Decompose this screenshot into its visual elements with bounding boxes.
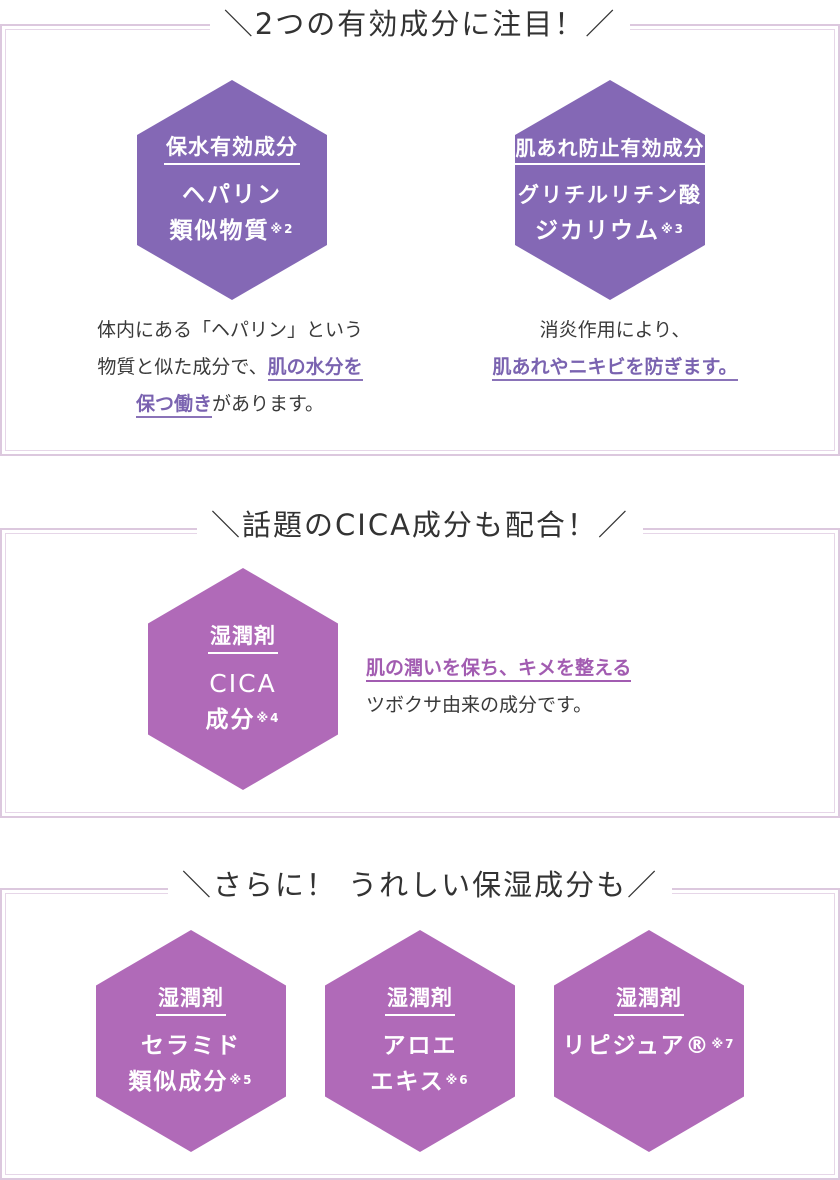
hex-name-line1: セラミド: [141, 1033, 241, 1059]
hex-label: 肌あれ防止有効成分: [515, 132, 705, 165]
hex-name-line2: 成分: [205, 707, 256, 733]
hex-label: 湿潤剤: [614, 982, 684, 1016]
section1-heading: ＼2つの有効成分に注目！／: [0, 4, 840, 44]
desc-cica: 肌の潤いを保ち、キメを整える ツボクサ由来の成分です。: [366, 657, 632, 716]
hex-name-line2: 類似物質: [169, 218, 270, 244]
hex-label: 保水有効成分: [164, 131, 300, 165]
hex-label: 湿潤剤: [385, 982, 455, 1016]
hex-glycyrrhizinate: 肌あれ防止有効成分 グリチルリチン酸 ジカリウム※3: [515, 80, 705, 300]
footnote-mark: ※5: [229, 1073, 254, 1087]
highlight-text: 肌あれやニキビを防ぎます。: [492, 356, 738, 381]
hex-name-line2: エキス: [370, 1069, 445, 1095]
footnote-mark: ※2: [270, 222, 295, 236]
footnote-mark: ※4: [256, 711, 281, 725]
hex-name-line1: リピジュア®: [562, 1033, 711, 1059]
highlight-text: 肌の水分を: [267, 356, 363, 381]
hex-label: 湿潤剤: [208, 620, 278, 654]
section3-heading: ＼さらに！ うれしい保湿成分も／: [0, 865, 840, 905]
desc-glycyrrhizinate: 消炎作用により、 肌あれやニキビを防ぎます。: [430, 312, 800, 386]
section2-heading: ＼話題のCICA成分も配合！／: [0, 505, 840, 545]
footnote-mark: ※3: [660, 221, 685, 236]
hex-name-line1: CICA: [209, 669, 277, 698]
hex-name-line1: グリチルリチン酸: [518, 182, 702, 207]
hex-name-line2: 類似成分: [128, 1069, 229, 1095]
highlight-text: 保つ働き: [135, 393, 212, 418]
hex-label: 湿潤剤: [156, 982, 226, 1016]
highlight-text: 肌の潤いを保ち、キメを整える: [366, 657, 632, 682]
footnote-mark: ※7: [711, 1037, 736, 1051]
desc-heparin: 体内にある「ヘパリン」という 物質と似た成分で、肌の水分を 保つ働きがあります。: [40, 312, 420, 423]
hex-name-line1: ヘパリン: [182, 182, 282, 208]
hex-name-line2: ジカリウム: [534, 217, 660, 244]
footnote-mark: ※6: [445, 1073, 470, 1087]
hex-name-line1: アロエ: [382, 1033, 458, 1059]
hex-lipidure: 湿潤剤 リピジュア®※7: [554, 930, 744, 1152]
